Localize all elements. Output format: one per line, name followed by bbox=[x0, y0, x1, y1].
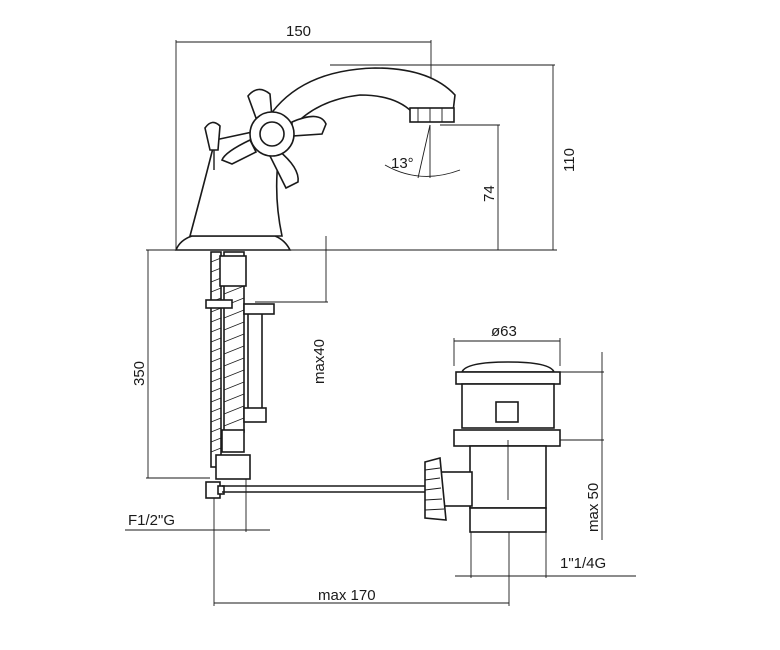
drain-diameter-label: ø63 bbox=[491, 323, 517, 340]
pop-up-drain bbox=[424, 361, 561, 533]
spout-reach-label: 150 bbox=[286, 23, 311, 40]
faucet-body bbox=[174, 67, 456, 251]
supply-pipes bbox=[205, 251, 425, 499]
total-height-label: 110 bbox=[561, 148, 578, 172]
under-counter-length-label: 350 bbox=[131, 361, 148, 386]
spout-height-label: 74 bbox=[481, 185, 498, 202]
connection-thread-label: F1/2"G bbox=[128, 512, 175, 529]
drain-height-label: max 50 bbox=[585, 483, 602, 532]
rod-length-label: max 170 bbox=[318, 587, 376, 604]
max-thickness-label: max40 bbox=[311, 339, 328, 384]
drain-thread-label: 1"1/4G bbox=[560, 555, 606, 572]
spout-angle-label: 13° bbox=[391, 155, 414, 172]
dimension-lines bbox=[125, 40, 636, 606]
